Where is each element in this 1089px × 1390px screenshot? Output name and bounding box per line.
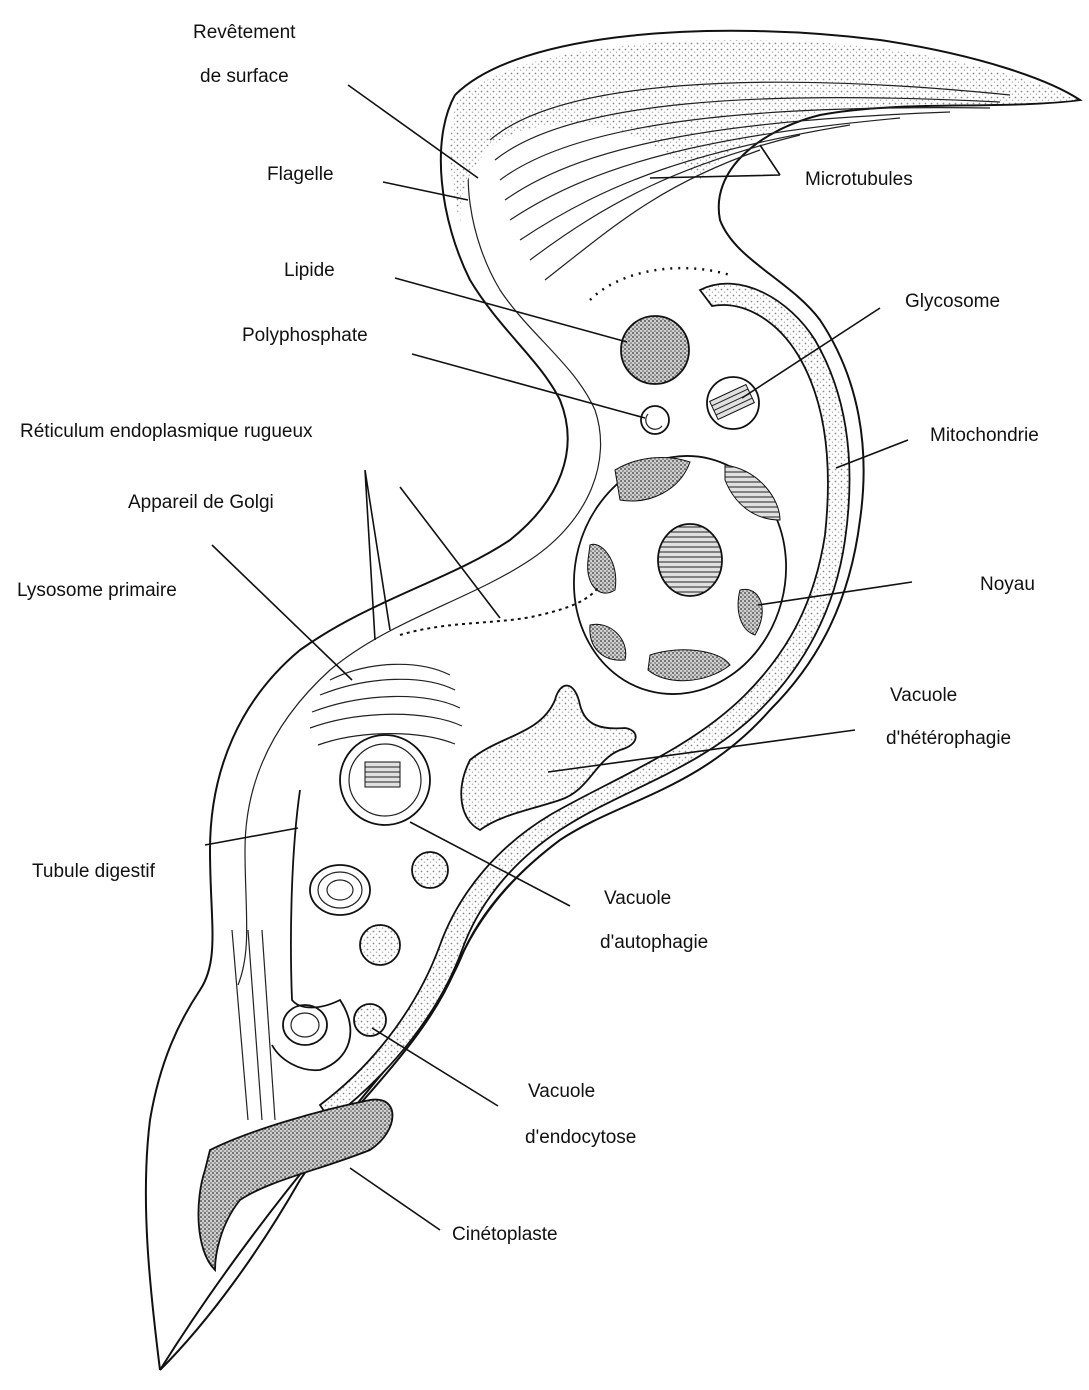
label-heterophagie-2: d'hétérophagie: [886, 728, 1011, 749]
label-polyphosphate: Polyphosphate: [242, 325, 368, 346]
leader-glycosome: [742, 308, 880, 398]
leader-tubule: [205, 828, 298, 845]
label-revetement-1: Revêtement: [193, 22, 296, 43]
endocytic-vesicle: [354, 1004, 386, 1036]
lipid-droplet: [621, 316, 689, 384]
heterophagic-vacuole: [461, 686, 635, 830]
coated-vesicle-2: [360, 925, 400, 965]
leader-polyphosphate: [412, 354, 645, 418]
leader-reticulum: [400, 487, 500, 618]
label-microtubules: Microtubules: [805, 169, 913, 190]
label-noyau: Noyau: [980, 574, 1035, 595]
labels: Revêtement de surface Flagelle Microtubu…: [17, 22, 1039, 1245]
coated-vesicle-1: [412, 852, 448, 888]
leader-lipide: [395, 278, 627, 342]
multilamellar-body-2: [283, 1005, 327, 1045]
rough-er: [400, 585, 600, 635]
autophagic-content: [365, 762, 400, 787]
leader-lines: [205, 85, 912, 1230]
leader-cinetoplaste: [350, 1168, 440, 1230]
label-endocytose-2: d'endocytose: [525, 1127, 636, 1148]
label-glycosome: Glycosome: [905, 291, 1000, 312]
label-cinetoplaste: Cinétoplaste: [452, 1224, 558, 1245]
label-reticulum: Réticulum endoplasmique rugueux: [20, 421, 313, 442]
label-autophagie-1: Vacuole: [604, 888, 671, 909]
label-flagelle: Flagelle: [267, 164, 334, 185]
leader-lysosome: [212, 545, 352, 680]
nucleolus: [658, 524, 722, 596]
mitochondrion: [320, 284, 850, 1120]
label-heterophagie-1: Vacuole: [890, 685, 957, 706]
golgi-apparatus: [310, 664, 462, 745]
leader-golgi: [365, 470, 390, 640]
label-autophagie-2: d'autophagie: [600, 932, 708, 953]
label-mitochondrie: Mitochondrie: [930, 425, 1039, 446]
kinetoplast: [198, 1100, 392, 1270]
label-lysosome: Lysosome primaire: [17, 580, 177, 601]
label-revetement-2: de surface: [200, 66, 289, 87]
label-tubule: Tubule digestif: [32, 861, 156, 882]
organelles: [198, 316, 812, 1270]
basal-body: [232, 930, 275, 1120]
label-endocytose-1: Vacuole: [528, 1081, 595, 1102]
label-lipide: Lipide: [284, 260, 335, 281]
label-golgi: Appareil de Golgi: [128, 492, 274, 513]
